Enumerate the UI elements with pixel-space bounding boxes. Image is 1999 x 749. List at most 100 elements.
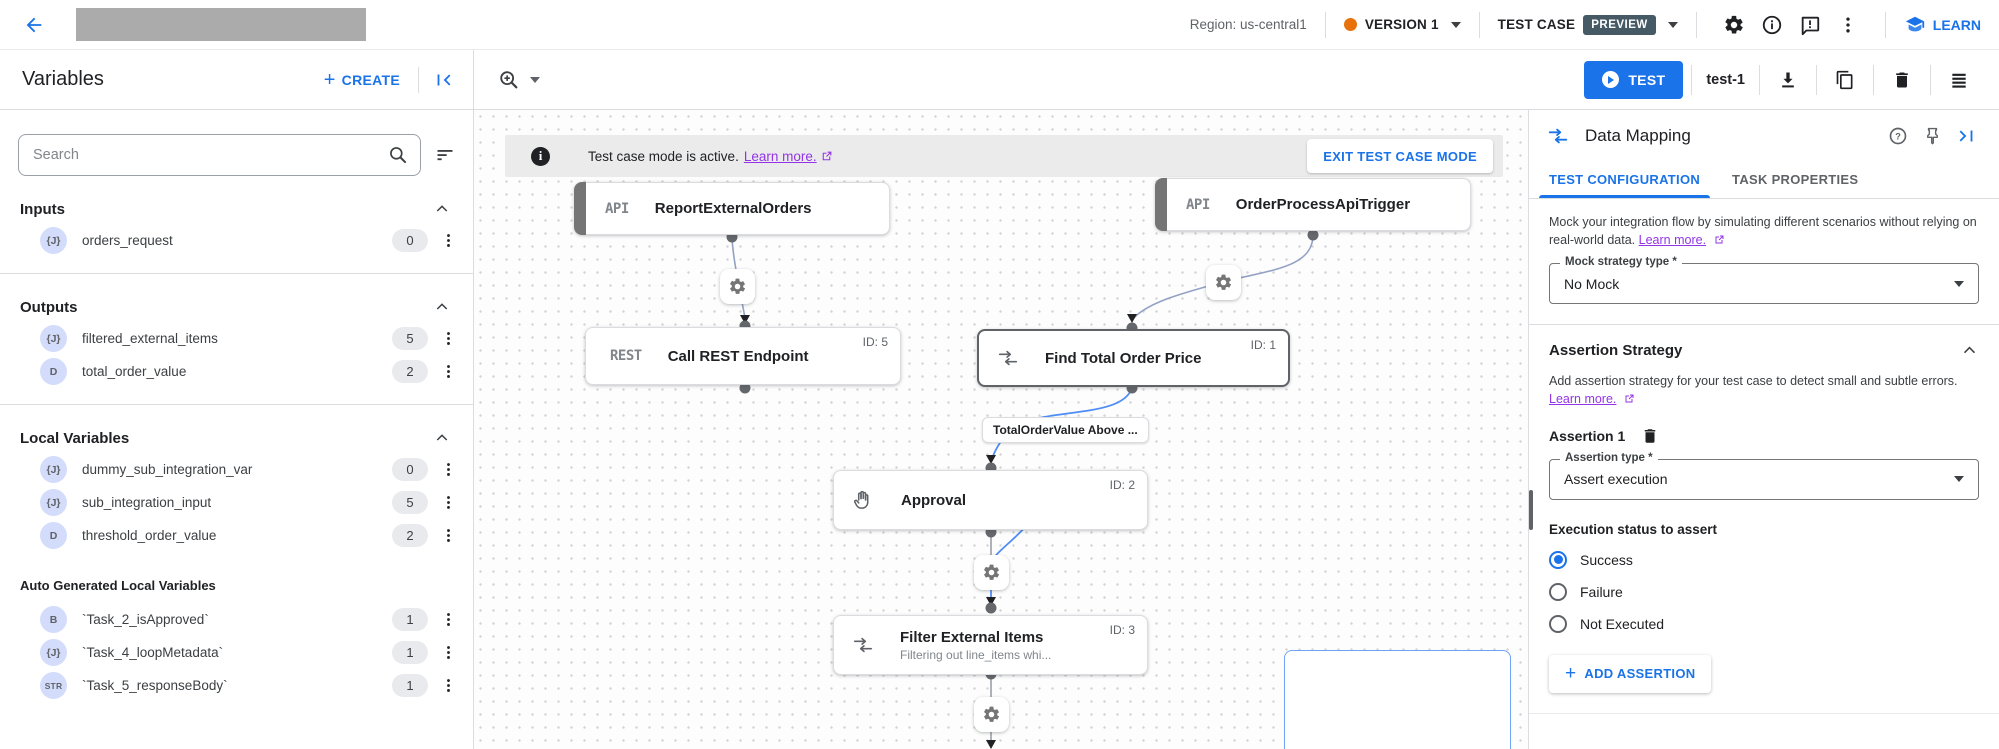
search-icon — [390, 147, 407, 164]
radio-not-executed[interactable]: Not Executed — [1549, 614, 1979, 633]
variables-panel-title: Variables — [22, 68, 104, 90]
duplicate-test-button[interactable] — [1825, 60, 1865, 100]
test-case-dropdown[interactable]: TEST CASE PREVIEW — [1498, 14, 1678, 35]
variable-menu-button[interactable] — [436, 328, 461, 349]
search-input[interactable] — [33, 147, 388, 163]
node-id-label: ID: 2 — [1109, 478, 1135, 492]
outputs-section-header[interactable]: Outputs — [0, 292, 473, 322]
variables-panel: Inputs {J} orders_request 0 Outputs {J} … — [0, 110, 474, 749]
test-case-name: test-1 — [1706, 71, 1745, 88]
chevron-up-icon[interactable] — [433, 429, 451, 447]
integration-canvas[interactable]: i Test case mode is active. Learn more. … — [474, 110, 1528, 749]
assertion-1-title: Assertion 1 — [1549, 427, 1626, 444]
section-title: Local Variables — [20, 429, 130, 447]
variable-menu-button[interactable] — [436, 459, 461, 480]
assertion-strategy-header[interactable]: Assertion Strategy — [1549, 341, 1979, 360]
node-report-external-orders[interactable]: API ReportExternalOrders — [574, 182, 890, 235]
variable-name: `Task_2_isApproved` — [82, 612, 209, 627]
usage-count-badge: 5 — [392, 327, 428, 350]
node-order-process-api-trigger[interactable]: API OrderProcessApiTrigger — [1155, 178, 1471, 231]
variable-menu-button[interactable] — [436, 230, 461, 251]
edge-config-gear-icon[interactable] — [974, 555, 1009, 590]
variable-row-task5-responsebody[interactable]: STR `Task_5_responseBody` 1 — [0, 669, 473, 702]
gear-icon — [1725, 15, 1743, 34]
version-dropdown[interactable]: VERSION 1 — [1343, 17, 1461, 32]
banner-learn-more-link[interactable]: Learn more. — [743, 148, 817, 164]
node-find-total-order-price[interactable]: Find Total Order Price ID: 1 — [977, 329, 1290, 387]
local-variables-section-header[interactable]: Local Variables — [0, 423, 473, 453]
test-list-button[interactable] — [1939, 60, 1979, 100]
tab-task-properties[interactable]: TASK PROPERTIES — [1732, 172, 1859, 187]
assertion-type-select[interactable]: Assertion type * Assert execution — [1549, 451, 1979, 500]
feedback-button[interactable] — [1791, 6, 1829, 44]
sort-variables-button[interactable] — [431, 141, 459, 169]
node-approval[interactable]: Approval ID: 2 — [833, 470, 1148, 530]
back-button[interactable] — [16, 7, 52, 43]
top-bar: Region: us-central1 VERSION 1 TEST CASE … — [0, 0, 1999, 50]
delete-test-button[interactable] — [1882, 60, 1922, 100]
variable-menu-button[interactable] — [436, 609, 461, 630]
variable-row-filtered-external-items[interactable]: {J} filtered_external_items 5 — [0, 322, 473, 355]
radio-button-icon[interactable] — [1549, 582, 1567, 601]
variable-menu-button[interactable] — [436, 361, 461, 382]
chevron-down-icon — [1450, 21, 1461, 28]
add-assertion-button[interactable]: + ADD ASSERTION — [1549, 654, 1712, 693]
exit-test-case-mode-button[interactable]: EXIT TEST CASE MODE — [1307, 139, 1493, 173]
variable-menu-button[interactable] — [436, 525, 461, 546]
json-type-badge: {J} — [40, 456, 67, 483]
edge-config-gear-icon[interactable] — [720, 269, 755, 304]
edge-condition-label[interactable]: TotalOrderValue Above ... — [982, 417, 1149, 443]
variable-row-orders-request[interactable]: {J} orders_request 0 — [0, 224, 473, 257]
more-options-button[interactable] — [1829, 6, 1867, 44]
collapse-right-icon — [1959, 130, 1973, 142]
radio-success[interactable]: Success — [1549, 550, 1979, 569]
variables-search-box[interactable] — [18, 134, 421, 176]
pin-button[interactable] — [1915, 119, 1949, 153]
test-label: TEST — [1628, 71, 1666, 88]
double-type-badge: D — [40, 522, 67, 549]
canvas-zoom-dropdown[interactable] — [498, 69, 540, 91]
variable-menu-button[interactable] — [436, 642, 461, 663]
collapse-right-panel-button[interactable] — [1949, 119, 1983, 153]
chevron-up-icon[interactable] — [433, 298, 451, 316]
learn-button[interactable]: LEARN — [1904, 14, 1981, 36]
variable-row-threshold-order-value[interactable]: D threshold_order_value 2 — [0, 519, 473, 552]
info-button[interactable] — [1753, 6, 1791, 44]
variable-row-task2-isapproved[interactable]: B `Task_2_isApproved` 1 — [0, 603, 473, 636]
variable-menu-button[interactable] — [436, 492, 461, 513]
radio-button-icon[interactable] — [1549, 550, 1567, 569]
variable-menu-button[interactable] — [436, 675, 461, 696]
variable-row-sub-integration-input[interactable]: {J} sub_integration_input 5 — [0, 486, 473, 519]
variable-row-dummy-sub-integration-var[interactable]: {J} dummy_sub_integration_var 0 — [0, 453, 473, 486]
divider — [0, 404, 473, 405]
variable-row-task4-loopmetadata[interactable]: {J} `Task_4_loopMetadata` 1 — [0, 636, 473, 669]
chevron-up-icon[interactable] — [1960, 341, 1979, 360]
usage-count-badge: 5 — [392, 491, 428, 514]
mock-learn-more-link[interactable]: Learn more. — [1638, 233, 1707, 248]
assertion-description: Add assertion strategy for your test cas… — [1549, 372, 1979, 408]
node-call-rest-endpoint[interactable]: REST Call REST Endpoint ID: 5 — [585, 327, 901, 385]
divider — [1873, 64, 1874, 95]
mock-strategy-select[interactable]: Mock strategy type * No Mock — [1549, 256, 1979, 305]
assertion-learn-more-link[interactable]: Learn more. — [1549, 392, 1617, 407]
radio-failure[interactable]: Failure — [1549, 582, 1979, 601]
collapse-left-icon — [437, 74, 451, 85]
chevron-up-icon[interactable] — [433, 200, 451, 218]
json-type-badge: {J} — [40, 489, 67, 516]
radio-button-icon[interactable] — [1549, 614, 1567, 633]
delete-assertion-button[interactable] — [1641, 427, 1659, 445]
scrollbar-thumb[interactable] — [1529, 490, 1533, 530]
create-variable-button[interactable]: + CREATE — [316, 64, 408, 96]
collapse-left-panel-button[interactable] — [429, 65, 459, 95]
download-test-button[interactable] — [1768, 60, 1808, 100]
edge-config-gear-icon[interactable] — [1206, 265, 1241, 300]
settings-button[interactable] — [1715, 6, 1753, 44]
inputs-section-header[interactable]: Inputs — [0, 194, 473, 224]
tab-test-configuration[interactable]: TEST CONFIGURATION — [1533, 160, 1716, 198]
divider — [1691, 64, 1693, 95]
run-test-button[interactable]: TEST — [1584, 60, 1684, 99]
variable-row-total-order-value[interactable]: D total_order_value 2 — [0, 355, 473, 388]
node-filter-external-items[interactable]: Filter External Items Filtering out line… — [833, 615, 1148, 675]
help-button[interactable]: ? — [1881, 119, 1915, 153]
edge-config-gear-icon[interactable] — [974, 697, 1009, 732]
